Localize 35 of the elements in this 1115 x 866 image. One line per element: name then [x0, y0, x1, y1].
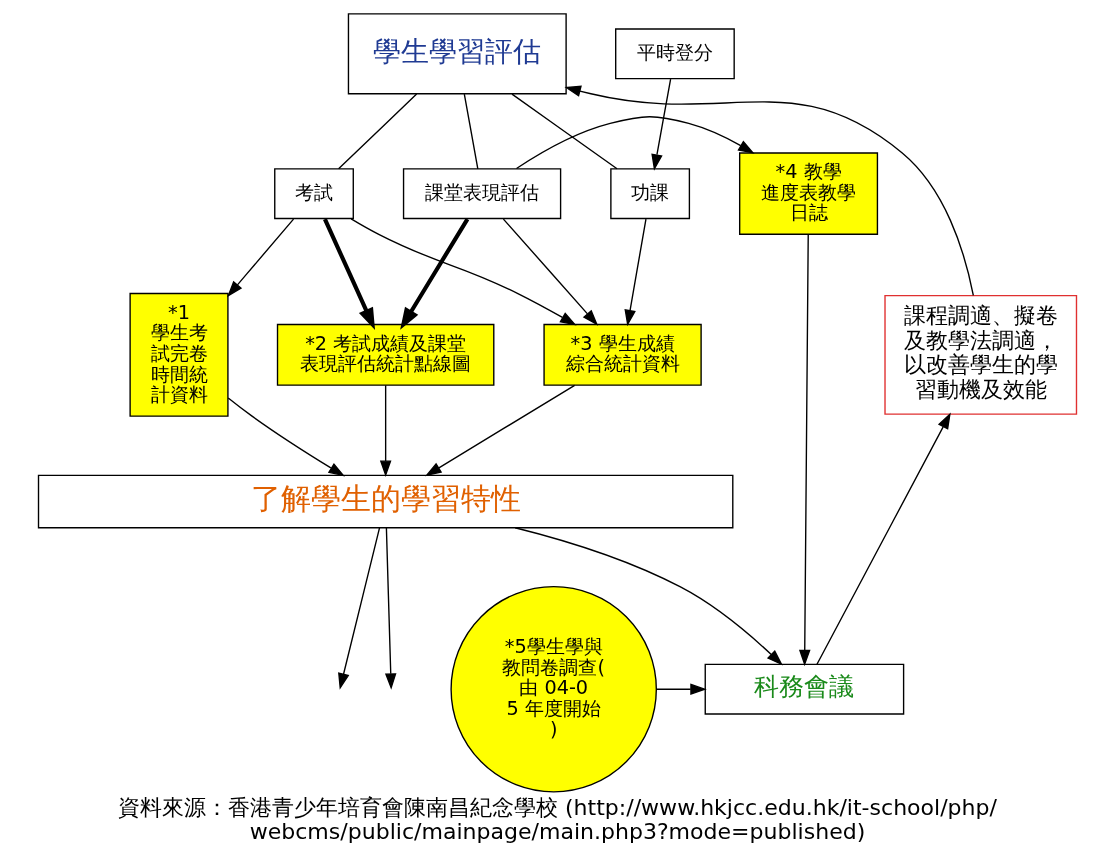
node-box: *4 教學進度表教學日誌: [739, 152, 879, 235]
arrow: [564, 85, 975, 297]
node-box: *3 學生成績綜合統計資料: [543, 323, 702, 386]
node-box: 功課: [610, 168, 691, 220]
arrow: [350, 218, 577, 326]
node-box: 課堂表現評估: [402, 168, 562, 220]
arrow: [425, 384, 576, 477]
node-box: *1 學生考試完卷時間統計資料: [129, 292, 229, 417]
arrow: [400, 218, 470, 330]
connector: [463, 93, 479, 170]
connector: [511, 93, 618, 170]
arrow: [384, 527, 397, 690]
node-circle: *5學生學與教問卷調查(由 04-05 年度開始): [450, 585, 658, 793]
arrow: [655, 683, 707, 695]
node-box: 考試: [274, 168, 354, 220]
node-box: 課程調適、擬卷及教學法調適，以改善學生的學習動機及效能: [884, 294, 1078, 415]
arrow: [338, 527, 381, 690]
arrow: [502, 218, 599, 326]
arrow: [514, 527, 783, 666]
arrow: [624, 218, 647, 327]
node-box: *2 考試成績及課堂表現評估統計點線圖: [276, 323, 495, 386]
arrow: [798, 233, 811, 667]
arrow: [816, 412, 951, 665]
arrow: [379, 384, 392, 477]
caption: 資料來源：香港青少年培育會陳南昌紀念學校 (http://www.hkjcc.edu.hk/it-school/php/webcms/public/mainpage/main.php3?mode=published): [118, 794, 997, 845]
arrow: [515, 116, 755, 170]
node-box: 科務會議: [704, 663, 905, 715]
node-box: 學生學習評估: [347, 13, 567, 95]
arrow: [323, 218, 376, 330]
node-box: 了解學生的學習特性: [37, 474, 734, 529]
arrow: [651, 78, 672, 171]
arrow: [227, 218, 295, 298]
arrow: [227, 397, 346, 477]
node-box: 平時登分: [615, 28, 735, 80]
connector: [337, 93, 418, 170]
